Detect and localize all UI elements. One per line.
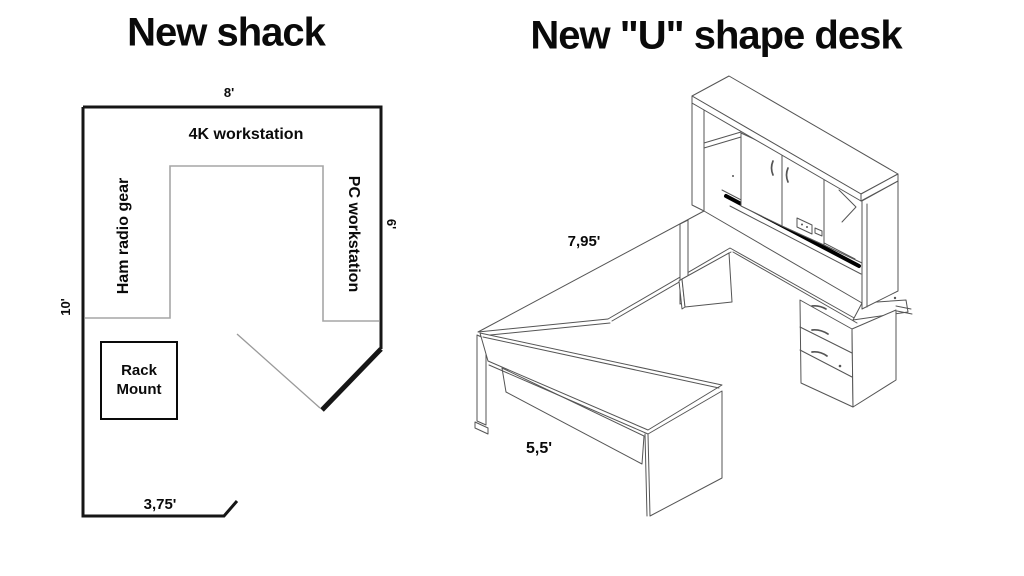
left-diagram-title: New shack <box>127 10 326 55</box>
dimension-right-height: 6' <box>384 218 400 230</box>
angled-door-wall <box>320 347 383 412</box>
drawer-lock <box>838 364 842 368</box>
area-label-pc-workstation: PC workstation <box>344 175 362 293</box>
area-label-4k-workstation: 4K workstation <box>188 126 304 144</box>
dimension-bottom-width: 3,75' <box>143 495 177 513</box>
wall-left-bottom <box>81 107 239 518</box>
inner-desk-outline <box>85 165 379 322</box>
hutch-doors <box>740 132 825 246</box>
dimension-front-desk-length: 5,5' <box>525 440 553 458</box>
drawer-dividers <box>799 326 853 378</box>
rack-mount-line2: Mount <box>116 380 162 398</box>
power-outlet <box>796 217 823 237</box>
return-leg <box>474 334 489 435</box>
dimension-back-desk-length: 7,95' <box>567 232 601 250</box>
hutch <box>691 75 899 310</box>
rack-mount-box: Rack Mount <box>100 341 178 420</box>
drawer-handles <box>811 304 829 357</box>
door-swing-line <box>236 333 321 409</box>
wall-top-right <box>83 105 383 349</box>
u-desk-drawing <box>474 75 913 517</box>
hutch-top-slab <box>691 75 899 202</box>
hutch-left-panel <box>691 102 705 212</box>
hutch-shelf <box>703 131 742 149</box>
rack-mount-line1: Rack <box>121 361 157 379</box>
pedestal-foot-dot <box>893 296 897 300</box>
front-desk-top <box>479 332 723 435</box>
support-panel <box>678 252 733 310</box>
floor-plan <box>81 105 383 518</box>
dimension-left-height: 10' <box>57 298 73 316</box>
hutch-right-cubby <box>823 189 863 264</box>
modesty-panel <box>501 367 645 465</box>
pedestal-side <box>851 309 897 408</box>
area-label-ham-radio-gear: Ham radio gear <box>115 177 133 295</box>
front-desk-right-leg <box>644 390 723 517</box>
door-handles <box>770 160 789 183</box>
dimension-top-width: 8' <box>223 84 235 100</box>
drawer-pedestal <box>799 296 897 408</box>
right-diagram-title: New "U" shape desk <box>530 13 902 58</box>
hutch-right-panel <box>861 180 899 310</box>
